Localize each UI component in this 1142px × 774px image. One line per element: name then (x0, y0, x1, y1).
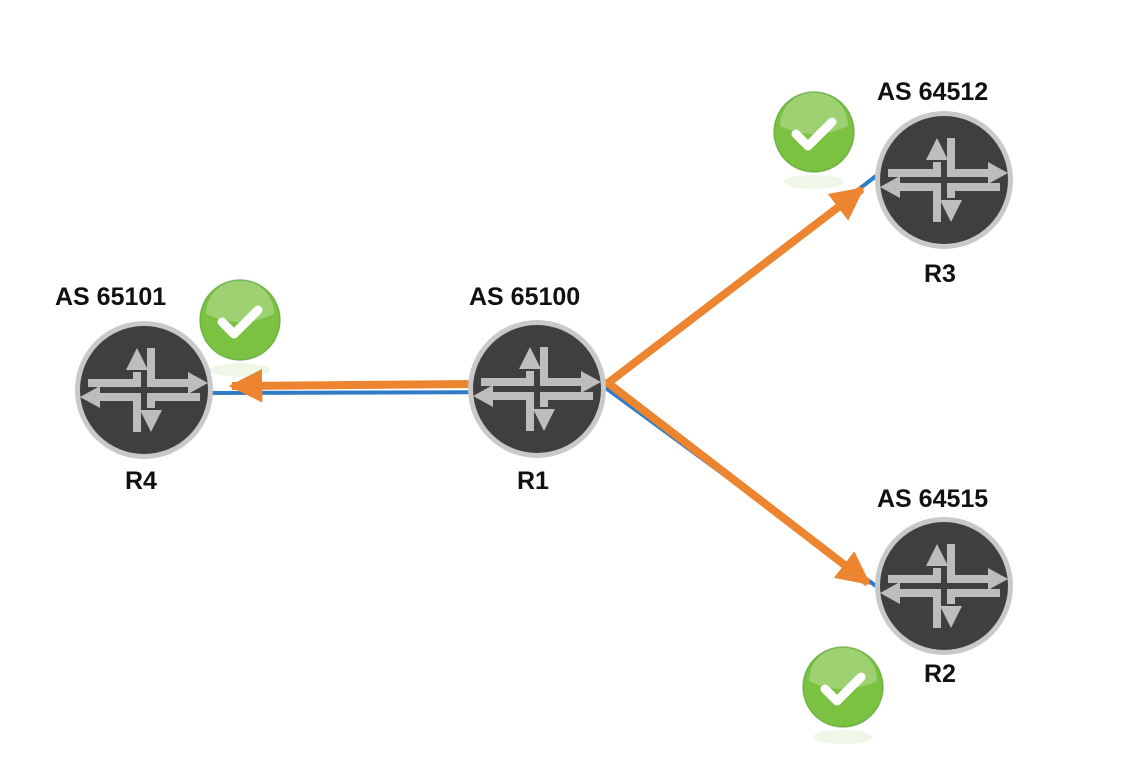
router-name-r1: R1 (517, 467, 549, 495)
status-check-r4 (198, 278, 282, 388)
router-icon (75, 321, 213, 459)
router-node-r2[interactable] (872, 514, 1016, 658)
as-label-r1: AS 65100 (469, 283, 581, 311)
check-circle-icon (199, 279, 281, 377)
status-check-r3 (772, 90, 856, 200)
as-label-r3: AS 64512 (877, 78, 989, 106)
as-label-r2: AS 64515 (877, 485, 989, 513)
status-check-r2 (801, 645, 885, 755)
router-name-r2: R2 (924, 660, 956, 688)
check-circle-icon (802, 646, 884, 744)
router-node-r4[interactable] (72, 318, 216, 462)
router-icon (468, 320, 606, 458)
router-name-r3: R3 (924, 260, 956, 288)
router-icon (875, 517, 1013, 655)
router-icon (875, 111, 1013, 249)
check-circle-icon (773, 91, 855, 189)
router-name-r4: R4 (125, 467, 157, 495)
router-node-r3[interactable] (872, 108, 1016, 252)
flow-r1-r3[interactable] (605, 185, 865, 387)
router-node-r1[interactable] (465, 317, 609, 461)
flow-r1-r2[interactable] (605, 379, 871, 587)
as-label-r4: AS 65101 (55, 283, 167, 311)
